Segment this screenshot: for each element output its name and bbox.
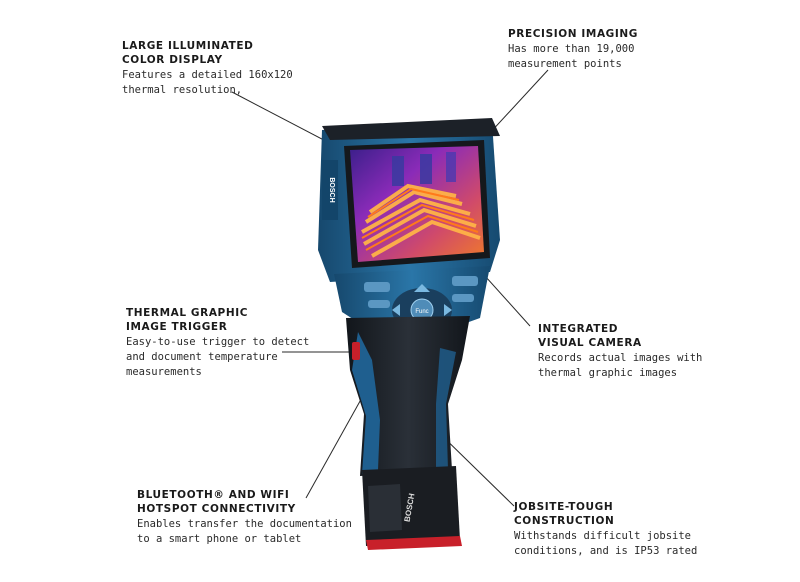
callout-camera-description: Records actual images with thermal graph…: [538, 352, 703, 379]
callout-display-title: LARGE ILLUMINATED COLOR DISPLAY: [122, 40, 254, 66]
func-button-label: Func: [415, 309, 428, 315]
callout-display: LARGE ILLUMINATED COLOR DISPLAY Features…: [122, 39, 332, 98]
callout-camera-title: INTEGRATED VISUAL CAMERA: [538, 323, 642, 349]
callout-wireless-title: BLUETOOTH® AND WIFI HOTSPOT CONNECTIVITY: [137, 489, 296, 515]
callout-display-description: Features a detailed 160x120 thermal reso…: [122, 69, 293, 96]
callout-trigger-title: THERMAL GRAPHIC IMAGE TRIGGER: [126, 307, 249, 333]
right-lower-key[interactable]: [452, 294, 474, 302]
callout-camera: INTEGRATED VISUAL CAMERA Records actual …: [538, 322, 738, 381]
callout-imaging-description: Has more than 19,000 measurement points: [508, 43, 635, 70]
callout-imaging: PRECISION IMAGING Has more than 19,000 m…: [508, 27, 708, 72]
callout-construction-description: Withstands difficult jobsite conditions,…: [514, 530, 698, 557]
handle: BOSCH: [346, 316, 470, 550]
left-lower-key[interactable]: [368, 300, 390, 308]
callout-wireless: BLUETOOTH® AND WIFI HOTSPOT CONNECTIVITY…: [137, 488, 377, 547]
callout-imaging-title: PRECISION IMAGING: [508, 28, 639, 40]
callout-construction-title: JOBSITE-TOUGH CONSTRUCTION: [514, 501, 615, 527]
right-soft-key[interactable]: [452, 276, 478, 286]
leader-wireless: [305, 393, 365, 499]
side-brand-text: BOSCH: [328, 177, 335, 202]
callout-trigger-description: Easy-to-use trigger to detect and docume…: [126, 336, 310, 378]
callout-wireless-description: Enables transfer the documentation to a …: [137, 518, 352, 545]
device-head: BOSCH: [318, 118, 500, 282]
thermal-screen: [350, 146, 484, 262]
left-soft-key[interactable]: [364, 282, 390, 292]
callout-trigger: THERMAL GRAPHIC IMAGE TRIGGER Easy-to-us…: [126, 306, 336, 380]
up-arrow-button[interactable]: [414, 284, 430, 292]
image-trigger[interactable]: [352, 342, 360, 360]
right-arrow-button[interactable]: [444, 304, 452, 316]
callout-construction: JOBSITE-TOUGH CONSTRUCTION Withstands di…: [514, 500, 724, 559]
left-arrow-button[interactable]: [392, 304, 400, 316]
